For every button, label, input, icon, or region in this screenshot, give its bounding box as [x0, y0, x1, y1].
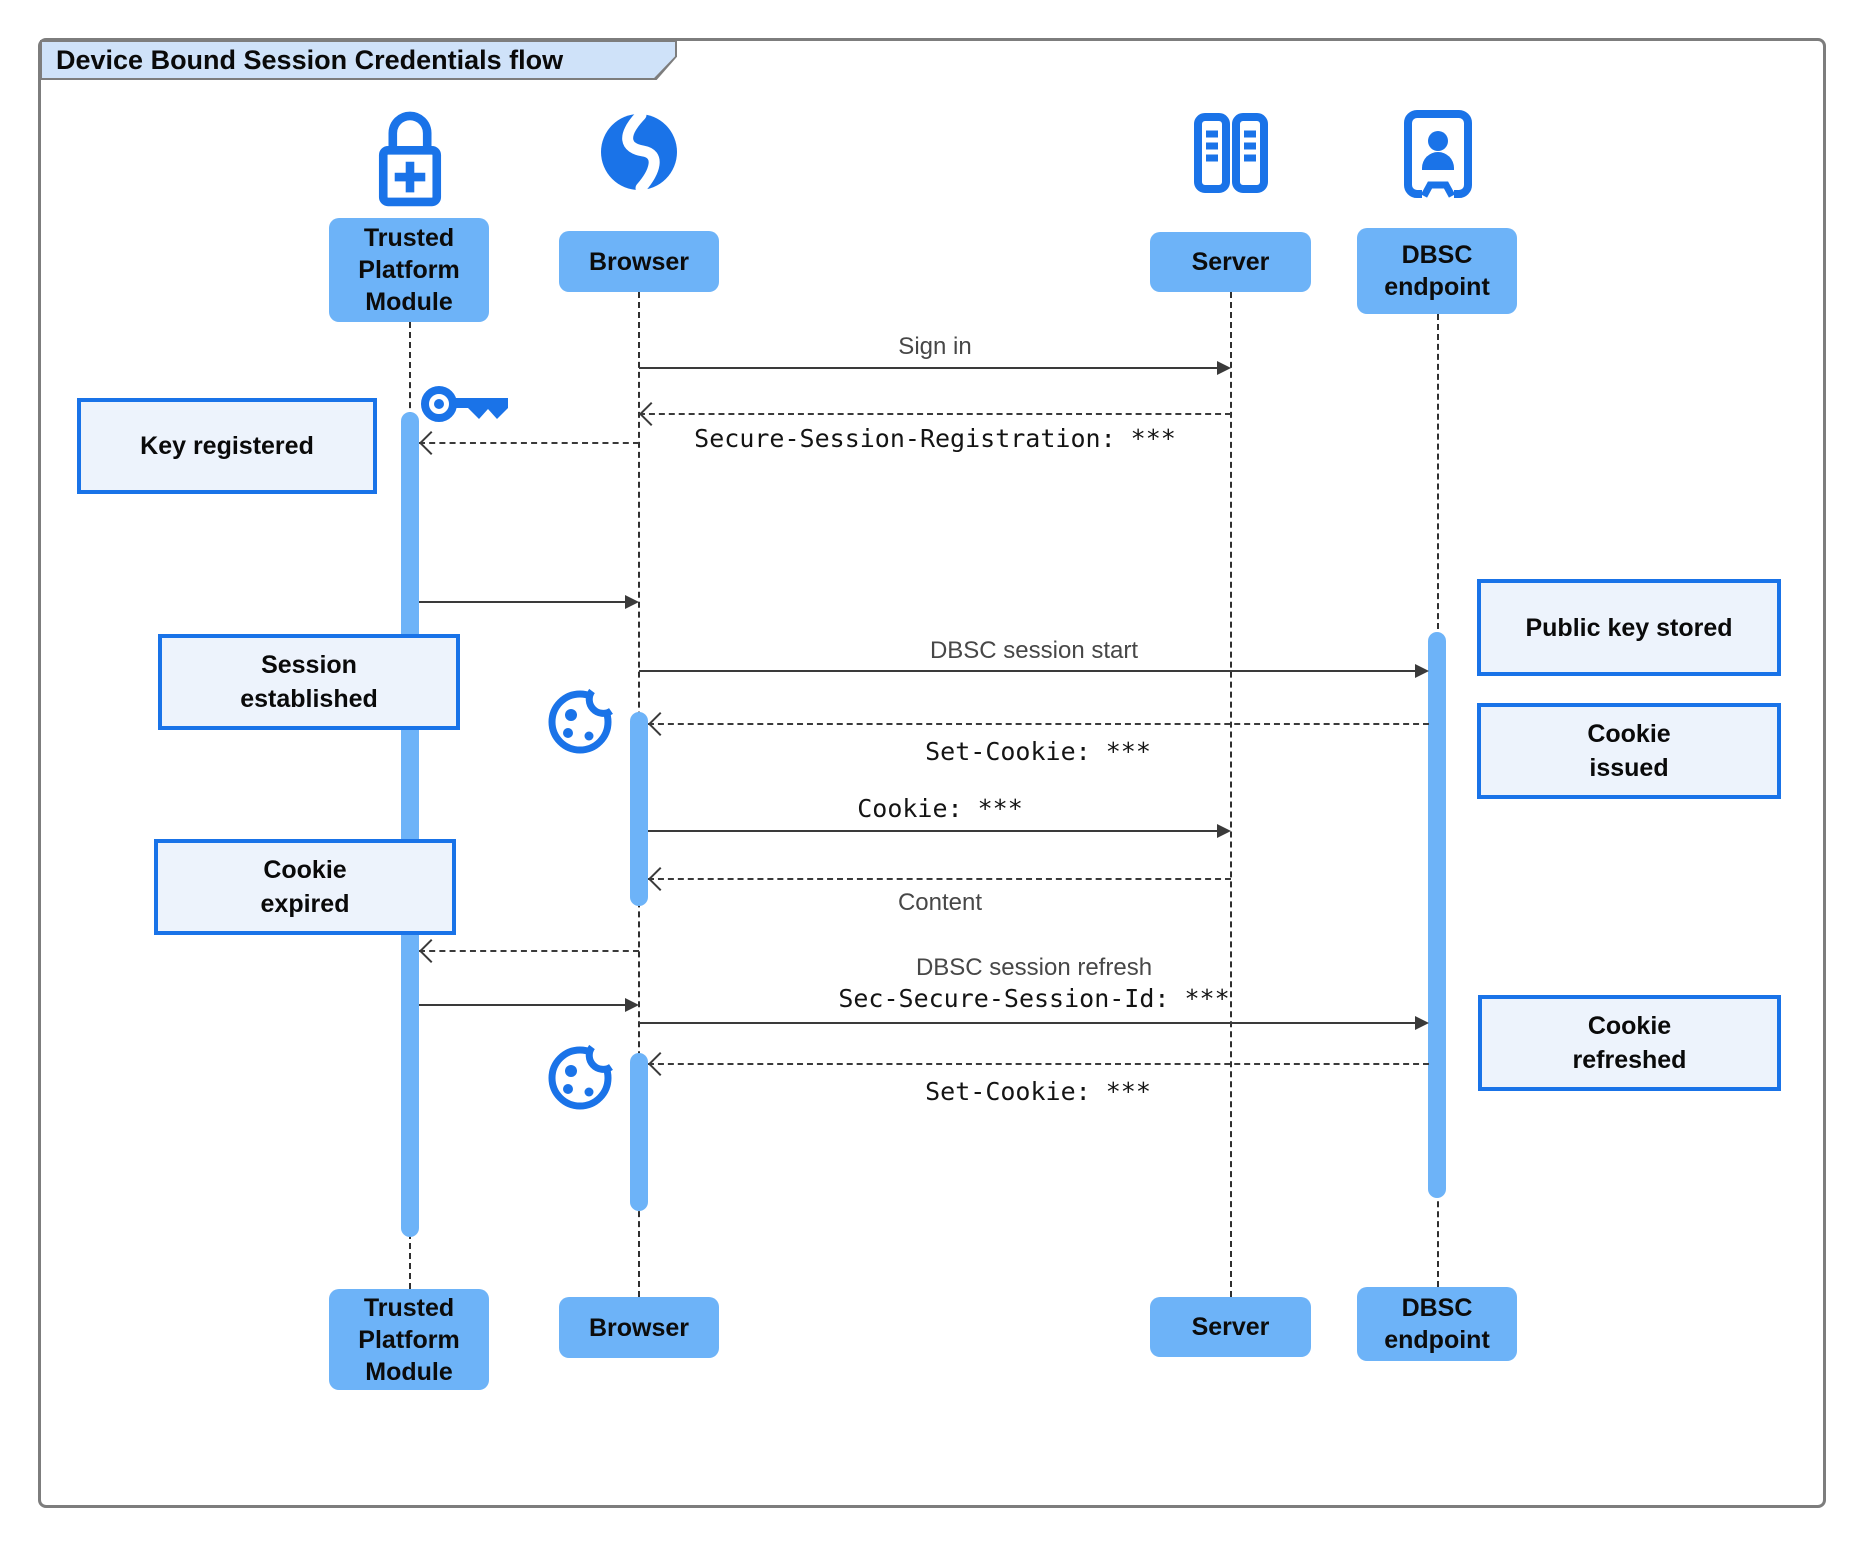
message-label-cookie: Cookie: *** [857, 794, 1023, 823]
arrow-tpm-to-browser-key [419, 595, 639, 609]
participant-browser-top: Browser [559, 231, 719, 292]
activation-bar-dbsc [1428, 632, 1446, 1198]
note-cookie-expired: Cookie expired [154, 839, 456, 935]
participant-server-top: Server [1150, 232, 1311, 292]
lifeline-server [1230, 292, 1232, 1297]
participant-tpm-top: Trusted Platform Module [329, 218, 489, 322]
activation-bar-tpm [401, 412, 419, 1237]
participant-dbsc-bottom: DBSC endpoint [1357, 1287, 1517, 1361]
arrowhead-icon [1415, 664, 1429, 678]
message-label-dbsc-session-start: DBSC session start [929, 637, 1139, 664]
door-person-icon [1404, 110, 1472, 198]
participant-browser-bottom: Browser [559, 1297, 719, 1358]
note-session-established: Session established [158, 634, 460, 730]
participant-label: Server [1191, 1313, 1270, 1341]
arrowhead-icon [625, 998, 639, 1012]
arrow-content [648, 866, 1231, 892]
arrowhead-icon [625, 595, 639, 609]
participant-dbsc-top: DBSC endpoint [1357, 228, 1517, 314]
arrow-set-cookie-2 [648, 1051, 1429, 1077]
participant-label: Server [1191, 248, 1270, 276]
diagram-title-tab: Device Bound Session Credentials flow [40, 40, 677, 80]
participant-label: DBSC endpoint [1384, 241, 1490, 301]
arrowhead-icon [1217, 824, 1231, 838]
arrow-secure-session-registration [639, 401, 1231, 427]
cookie-icon [548, 1041, 617, 1110]
arrow-browser-to-tpm-refresh [419, 938, 639, 964]
lock-plus-icon [378, 111, 442, 207]
message-label-set-cookie-2: Set-Cookie: *** [925, 1077, 1151, 1106]
message-label-set-cookie-1: Set-Cookie: *** [925, 737, 1151, 766]
note-key-registered: Key registered [77, 398, 377, 494]
participant-server-bottom: Server [1150, 1297, 1311, 1357]
participant-label: Trusted Platform Module [358, 1293, 460, 1386]
arrow-sign-in [639, 361, 1231, 375]
message-label-sec-secure-session-id: Sec-Secure-Session-Id: *** [838, 984, 1230, 1013]
arrow-dbsc-session-start [639, 664, 1429, 678]
message-label-content: Content [897, 889, 983, 916]
participant-label: Browser [588, 247, 690, 276]
note-cookie-issued: Cookie issued [1477, 703, 1781, 799]
server-racks-icon [1194, 113, 1268, 193]
arrowhead-icon [1217, 361, 1231, 375]
arrow-cookie [648, 824, 1231, 838]
globe-icon [601, 110, 677, 194]
arrow-dbsc-session-refresh [639, 1016, 1429, 1030]
activation-bar-browser-1 [630, 712, 648, 906]
note-public-key-stored: Public key stored [1477, 579, 1781, 676]
participant-label: Trusted Platform Module [358, 224, 460, 316]
note-cookie-refreshed: Cookie refreshed [1478, 995, 1781, 1091]
cookie-icon [548, 685, 617, 754]
participant-label: Browser [588, 1313, 690, 1342]
message-label-secure-session-registration: Secure-Session-Registration: *** [694, 424, 1176, 453]
arrow-browser-to-tpm-register [419, 430, 639, 456]
message-label-sign-in: Sign in [898, 333, 972, 360]
participant-label: DBSC endpoint [1384, 1294, 1490, 1354]
message-label-dbsc-session-refresh: DBSC session refresh [915, 954, 1153, 981]
key-icon [421, 386, 508, 422]
participant-tpm-bottom: Trusted Platform Module [329, 1289, 489, 1390]
activation-bar-browser-2 [630, 1053, 648, 1211]
diagram-title: Device Bound Session Credentials flow [42, 42, 675, 78]
arrow-set-cookie-1 [648, 711, 1429, 737]
arrow-tpm-to-browser-sign [419, 998, 639, 1012]
arrowhead-icon [1415, 1016, 1429, 1030]
